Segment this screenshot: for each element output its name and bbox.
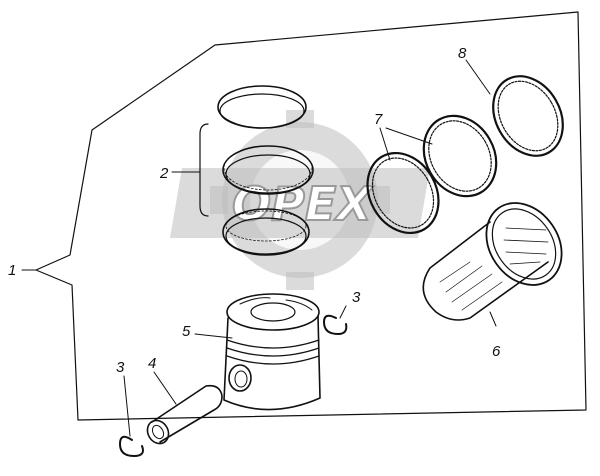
callout-8-liner-ring: 8	[458, 45, 467, 62]
piston-ring-top	[217, 85, 307, 129]
callout-3-retaining-ring-right: 3	[352, 289, 361, 306]
piston-ring-oil	[222, 208, 310, 256]
callout-1-assembly: 1	[8, 262, 16, 279]
callout-6-liner: 6	[492, 343, 501, 360]
callout-2-rings-set: 2	[159, 165, 169, 182]
retaining-ring-right	[323, 314, 348, 335]
callout-5-piston: 5	[182, 323, 191, 340]
kit-boundary	[35, 11, 587, 421]
cylinder-liner	[422, 202, 563, 321]
leader-lines	[21, 59, 497, 437]
sealing-ring-back	[422, 114, 498, 198]
callout-3-retaining-ring-left: 3	[116, 359, 125, 376]
retaining-ring-left	[119, 435, 144, 457]
callout-4-piston-pin: 4	[148, 355, 156, 372]
liner-ring	[492, 75, 564, 157]
piston	[223, 293, 321, 411]
piston-pin	[146, 384, 223, 445]
piston-ring-middle	[222, 145, 314, 195]
callout-7-sealing-rings: 7	[374, 111, 383, 128]
opex-watermark: OPEX	[170, 110, 430, 290]
rings-bracket	[199, 123, 209, 217]
